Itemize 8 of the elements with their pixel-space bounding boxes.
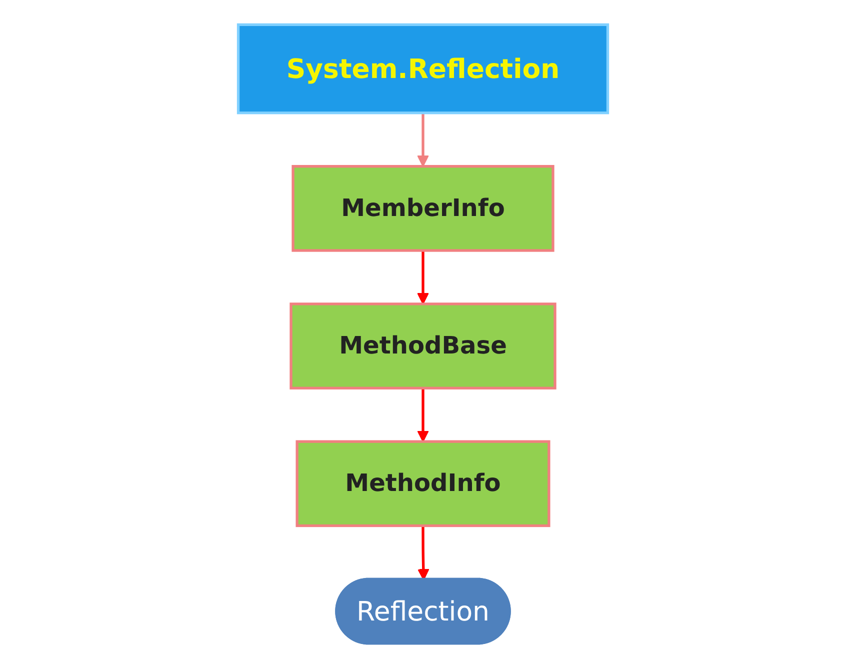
node-box: System.Reflection [236,23,610,114]
node-box: MethodBase [290,302,556,390]
arrow [417,112,429,167]
arrow [417,388,429,442]
arrow [417,250,429,304]
arrow [418,526,430,580]
node-box: MethodInfo [296,440,550,528]
node-box: MemberInfo [292,164,554,252]
